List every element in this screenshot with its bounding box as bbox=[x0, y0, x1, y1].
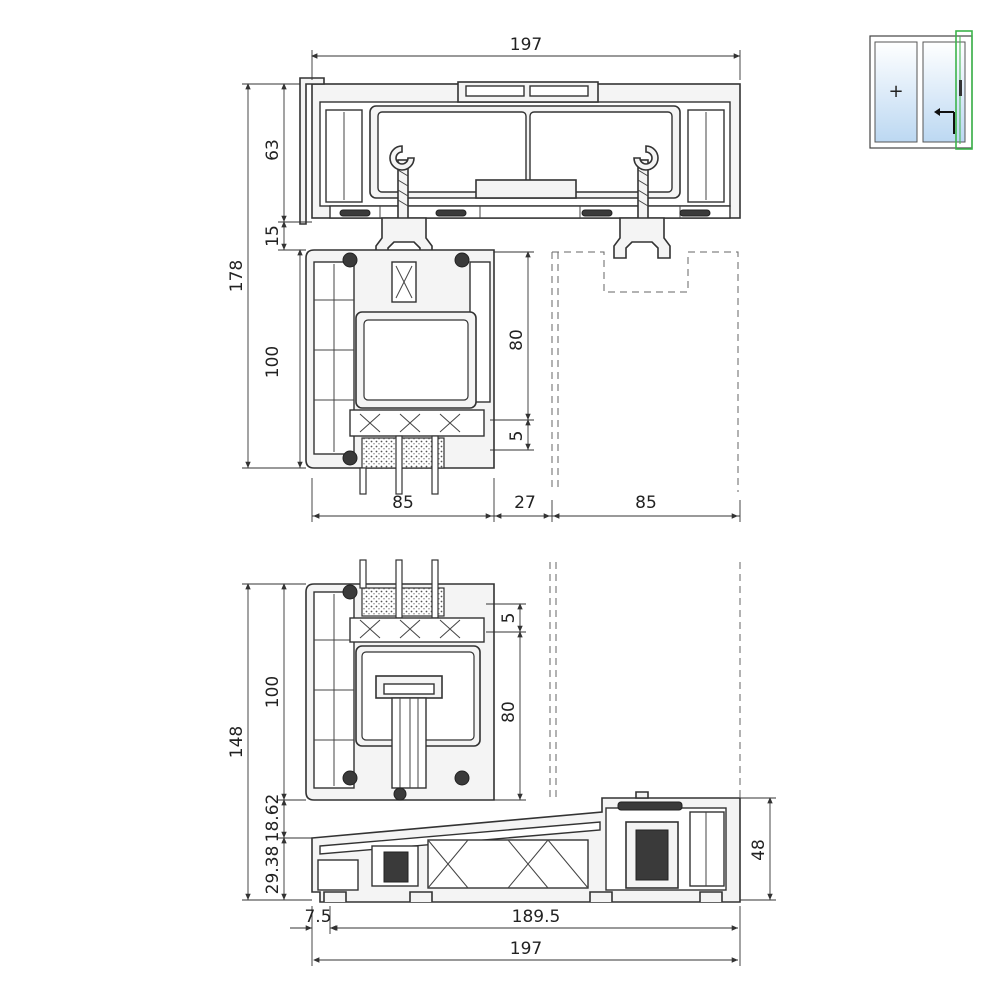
dim-bottom-total-height: 148 bbox=[227, 726, 247, 758]
second-sash-outline-lower bbox=[549, 562, 741, 798]
sill-track-profile bbox=[311, 791, 741, 903]
dim-bottom-width: 197 bbox=[510, 939, 542, 959]
head-cover-plate bbox=[299, 77, 325, 225]
dim-top-total-height: 178 bbox=[227, 260, 247, 292]
dim-bottom-glass-80: 80 bbox=[499, 701, 519, 723]
dim-bottom-glass-5: 5 bbox=[499, 613, 519, 624]
dim-bottom-left-offset: 7.5 bbox=[304, 907, 331, 927]
second-sash-outline bbox=[551, 251, 739, 492]
dim-bottom-sash-height: 100 bbox=[263, 676, 283, 708]
sill-dimensions: 148 100 18.62 29.38 80 5 48 bbox=[227, 583, 776, 966]
dim-bottom-offset-1862: 18.62 bbox=[263, 794, 283, 843]
dim-top-overlap: 27 bbox=[514, 493, 536, 513]
head-sash-profile bbox=[305, 249, 495, 495]
head-section: 197 178 63 15 100 80 5 bbox=[227, 35, 741, 522]
dim-bottom-track-2938: 29.38 bbox=[263, 846, 283, 895]
arrow-left-icon bbox=[934, 108, 955, 134]
fixed-pane-symbol: + bbox=[888, 81, 903, 102]
dim-top-glass-5: 5 bbox=[507, 431, 527, 442]
sill-sash-profile bbox=[305, 559, 495, 801]
dim-top-sash-width: 85 bbox=[392, 493, 414, 513]
highlighted-profile-marker bbox=[955, 30, 973, 150]
dim-top-glass-80: 80 bbox=[507, 329, 527, 351]
sill-section: 148 100 18.62 29.38 80 5 48 bbox=[227, 559, 776, 966]
dim-top-gap: 15 bbox=[263, 225, 283, 247]
dim-top-second-sash-width: 85 bbox=[635, 493, 657, 513]
dim-top-frame-height: 63 bbox=[263, 139, 283, 161]
head-dimensions: 197 178 63 15 100 80 5 bbox=[227, 35, 741, 522]
head-frame-profile bbox=[311, 81, 741, 259]
dim-top-sash-height: 100 bbox=[263, 346, 283, 378]
window-thumbnail: + bbox=[869, 30, 973, 150]
dim-top-width: 197 bbox=[510, 35, 542, 55]
dim-bottom-right-height: 48 bbox=[749, 839, 769, 861]
dim-bottom-track-width: 189.5 bbox=[512, 907, 561, 927]
